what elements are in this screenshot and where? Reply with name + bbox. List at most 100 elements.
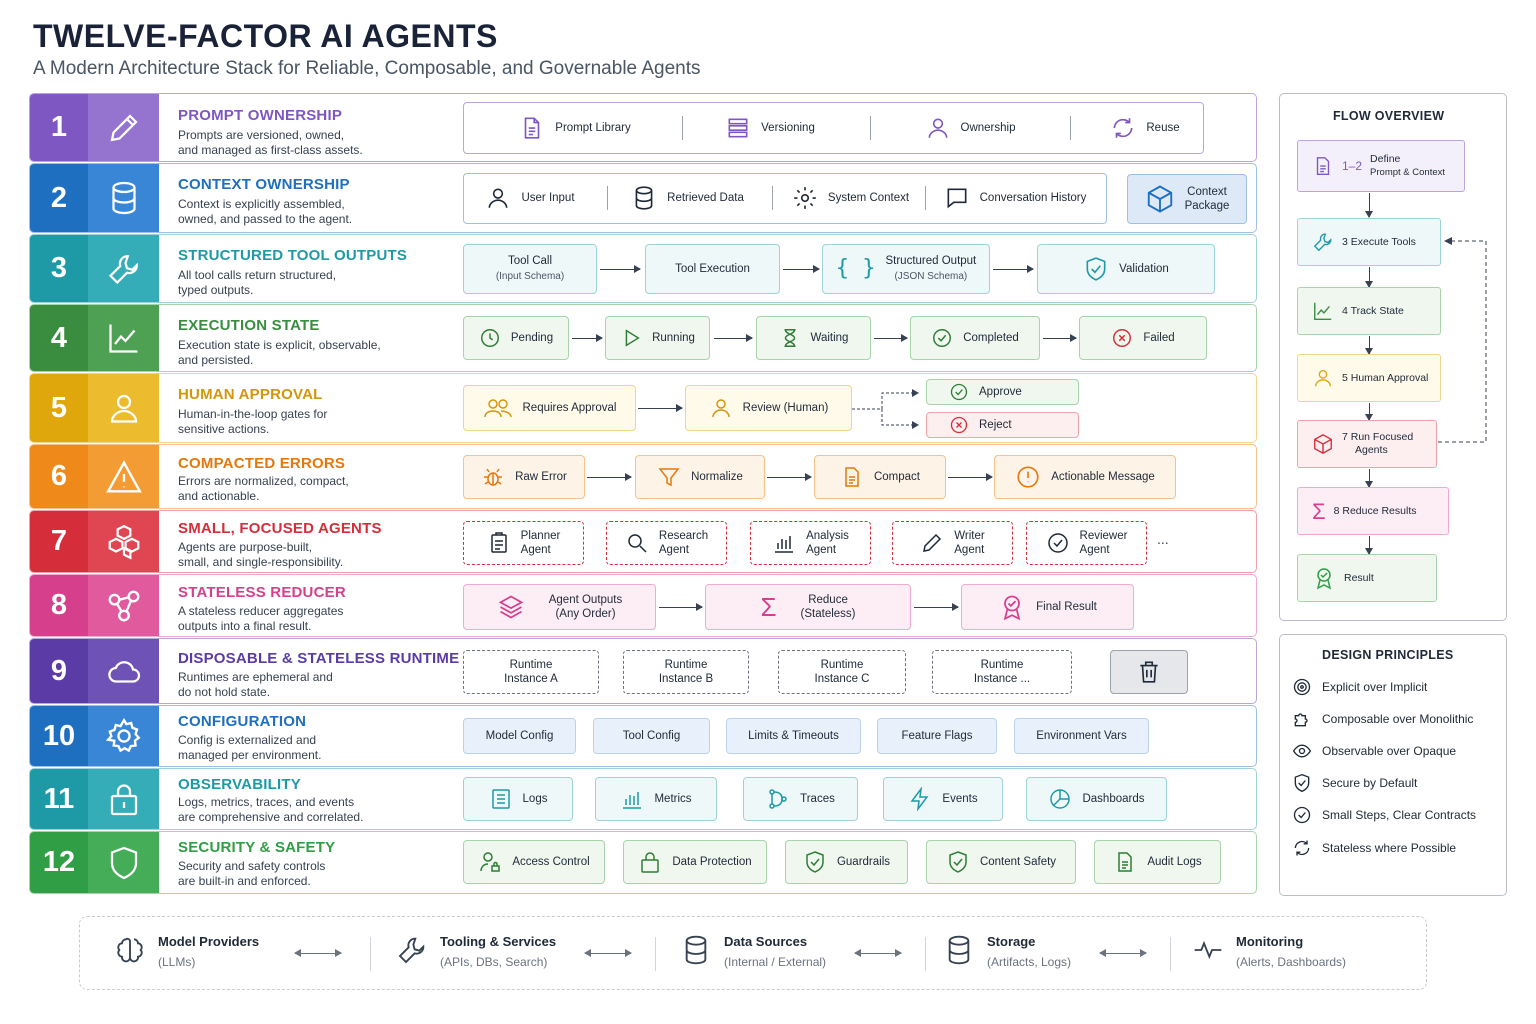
compact-step[interactable]: Compact: [814, 455, 946, 499]
footer-monitoring[interactable]: Monitoring(Alerts, Dashboards): [1192, 934, 1346, 969]
factor-description: All tool calls return structured,typed o…: [178, 268, 337, 297]
approve-option[interactable]: Approve: [926, 379, 1079, 405]
factor-row-9: 9 DISPOSABLE & STATELESS RUNTIME Runtime…: [29, 638, 1257, 704]
flow-step-result[interactable]: Result: [1297, 554, 1437, 602]
agent-outputs-step[interactable]: Agent Outputs(Any Order): [463, 584, 656, 630]
flow-step-track-state[interactable]: 4 Track State: [1297, 287, 1441, 335]
factor-title: SECURITY & SAFETY: [178, 839, 336, 856]
database-icon: [88, 164, 159, 232]
sigma-icon: Σ: [760, 592, 777, 622]
factor-title: CONFIGURATION: [178, 713, 307, 730]
braces-icon: { }: [835, 256, 876, 281]
environment-vars[interactable]: Environment Vars: [1014, 718, 1149, 754]
guardrails-item[interactable]: Guardrails: [785, 840, 908, 884]
ownership-item[interactable]: Ownership: [910, 112, 1030, 144]
reuse-item[interactable]: Reuse: [1100, 112, 1190, 144]
user-icon: [711, 399, 730, 418]
state-waiting[interactable]: Waiting: [756, 316, 871, 360]
limits-timeouts[interactable]: Limits & Timeouts: [726, 718, 861, 754]
flow-title: FLOW OVERVIEW: [1333, 109, 1445, 123]
tool-execution-step[interactable]: Tool Execution: [645, 244, 780, 294]
puzzle-icon: [1294, 713, 1308, 727]
document-icon: [845, 467, 859, 487]
state-running[interactable]: Running: [605, 316, 710, 360]
factor-description: Agents are purpose-built,small, and sing…: [178, 540, 344, 569]
content-safety-item[interactable]: Content Safety: [926, 840, 1076, 884]
feature-flags[interactable]: Feature Flags: [877, 718, 997, 754]
versioning-item[interactable]: Versioning: [710, 112, 830, 144]
flow-step-execute-tools[interactable]: 3 Execute Tools: [1297, 218, 1441, 266]
factor-number: 4: [30, 305, 88, 371]
traces-item[interactable]: Traces: [743, 777, 858, 821]
review-human-step[interactable]: Review (Human): [685, 385, 852, 431]
state-pending[interactable]: Pending: [463, 316, 569, 360]
metrics-item[interactable]: Metrics: [595, 777, 717, 821]
nodes-icon: [88, 575, 159, 636]
principle-item: Small Steps, Clear Contracts: [1292, 805, 1476, 825]
factor-row-2: 2 CONTEXT OWNERSHIP Context is explicitl…: [29, 163, 1257, 233]
normalize-step[interactable]: Normalize: [635, 455, 765, 499]
system-context-item[interactable]: System Context: [788, 182, 913, 214]
retrieved-data-item[interactable]: Retrieved Data: [625, 182, 750, 214]
footer-tooling-services[interactable]: Tooling & Services(APIs, DBs, Search): [396, 934, 556, 969]
user-lock-icon: [480, 852, 501, 872]
requires-approval-step[interactable]: Requires Approval: [463, 385, 636, 431]
logs-item[interactable]: Logs: [463, 777, 573, 821]
state-completed[interactable]: Completed: [910, 316, 1040, 360]
conversation-history-item[interactable]: Conversation History: [935, 182, 1095, 214]
prompt-library-item[interactable]: Prompt Library: [500, 112, 650, 144]
actionable-message-step[interactable]: Actionable Message: [994, 455, 1176, 499]
factor-number: 12: [30, 832, 88, 893]
factor-title: STRUCTURED TOOL OUTPUTS: [178, 247, 408, 264]
footer-data-sources[interactable]: Data Sources(Internal / External): [680, 934, 826, 969]
reject-option[interactable]: Reject: [926, 412, 1079, 438]
footer-model-providers[interactable]: Model Providers(LLMs): [114, 934, 259, 969]
access-control-item[interactable]: Access Control: [463, 840, 605, 884]
x-circle-icon: [950, 416, 968, 434]
play-icon: [625, 329, 640, 347]
factor-title: EXECUTION STATE: [178, 317, 320, 334]
flow-step-human-approval[interactable]: 5 Human Approval: [1297, 354, 1441, 402]
model-config[interactable]: Model Config: [463, 718, 576, 754]
footer-storage[interactable]: Storage(Artifacts, Logs): [943, 934, 1071, 969]
tool-call-step[interactable]: Tool Call(Input Schema): [463, 244, 597, 294]
user-input-item[interactable]: User Input: [480, 182, 580, 214]
factor-title: HUMAN APPROVAL: [178, 386, 323, 403]
trash-button[interactable]: [1110, 650, 1188, 694]
design-principles-panel: DESIGN PRINCIPLES Explicit over Implicit…: [1279, 634, 1507, 896]
events-item[interactable]: Events: [883, 777, 1003, 821]
tool-config[interactable]: Tool Config: [593, 718, 710, 754]
raw-error-step[interactable]: Raw Error: [463, 455, 585, 499]
check-circle-icon: [950, 383, 968, 401]
dashboards-item[interactable]: Dashboards: [1026, 777, 1167, 821]
principle-item: Observable over Opaque: [1292, 741, 1456, 761]
final-result-step[interactable]: Final Result: [961, 584, 1134, 630]
structured-output-step[interactable]: { }Structured Output(JSON Schema): [822, 244, 990, 294]
audit-logs-item[interactable]: Audit Logs: [1094, 840, 1221, 884]
cubes-icon: [88, 511, 159, 572]
data-protection-item[interactable]: Data Protection: [623, 840, 767, 884]
wrench-icon: [88, 235, 159, 302]
factor-title: COMPACTED ERRORS: [178, 455, 346, 472]
lock-icon: [88, 769, 159, 829]
chat-icon: [947, 188, 967, 209]
state-failed[interactable]: Failed: [1079, 316, 1207, 360]
validation-step[interactable]: Validation: [1037, 244, 1215, 294]
award-icon: [1003, 595, 1021, 621]
